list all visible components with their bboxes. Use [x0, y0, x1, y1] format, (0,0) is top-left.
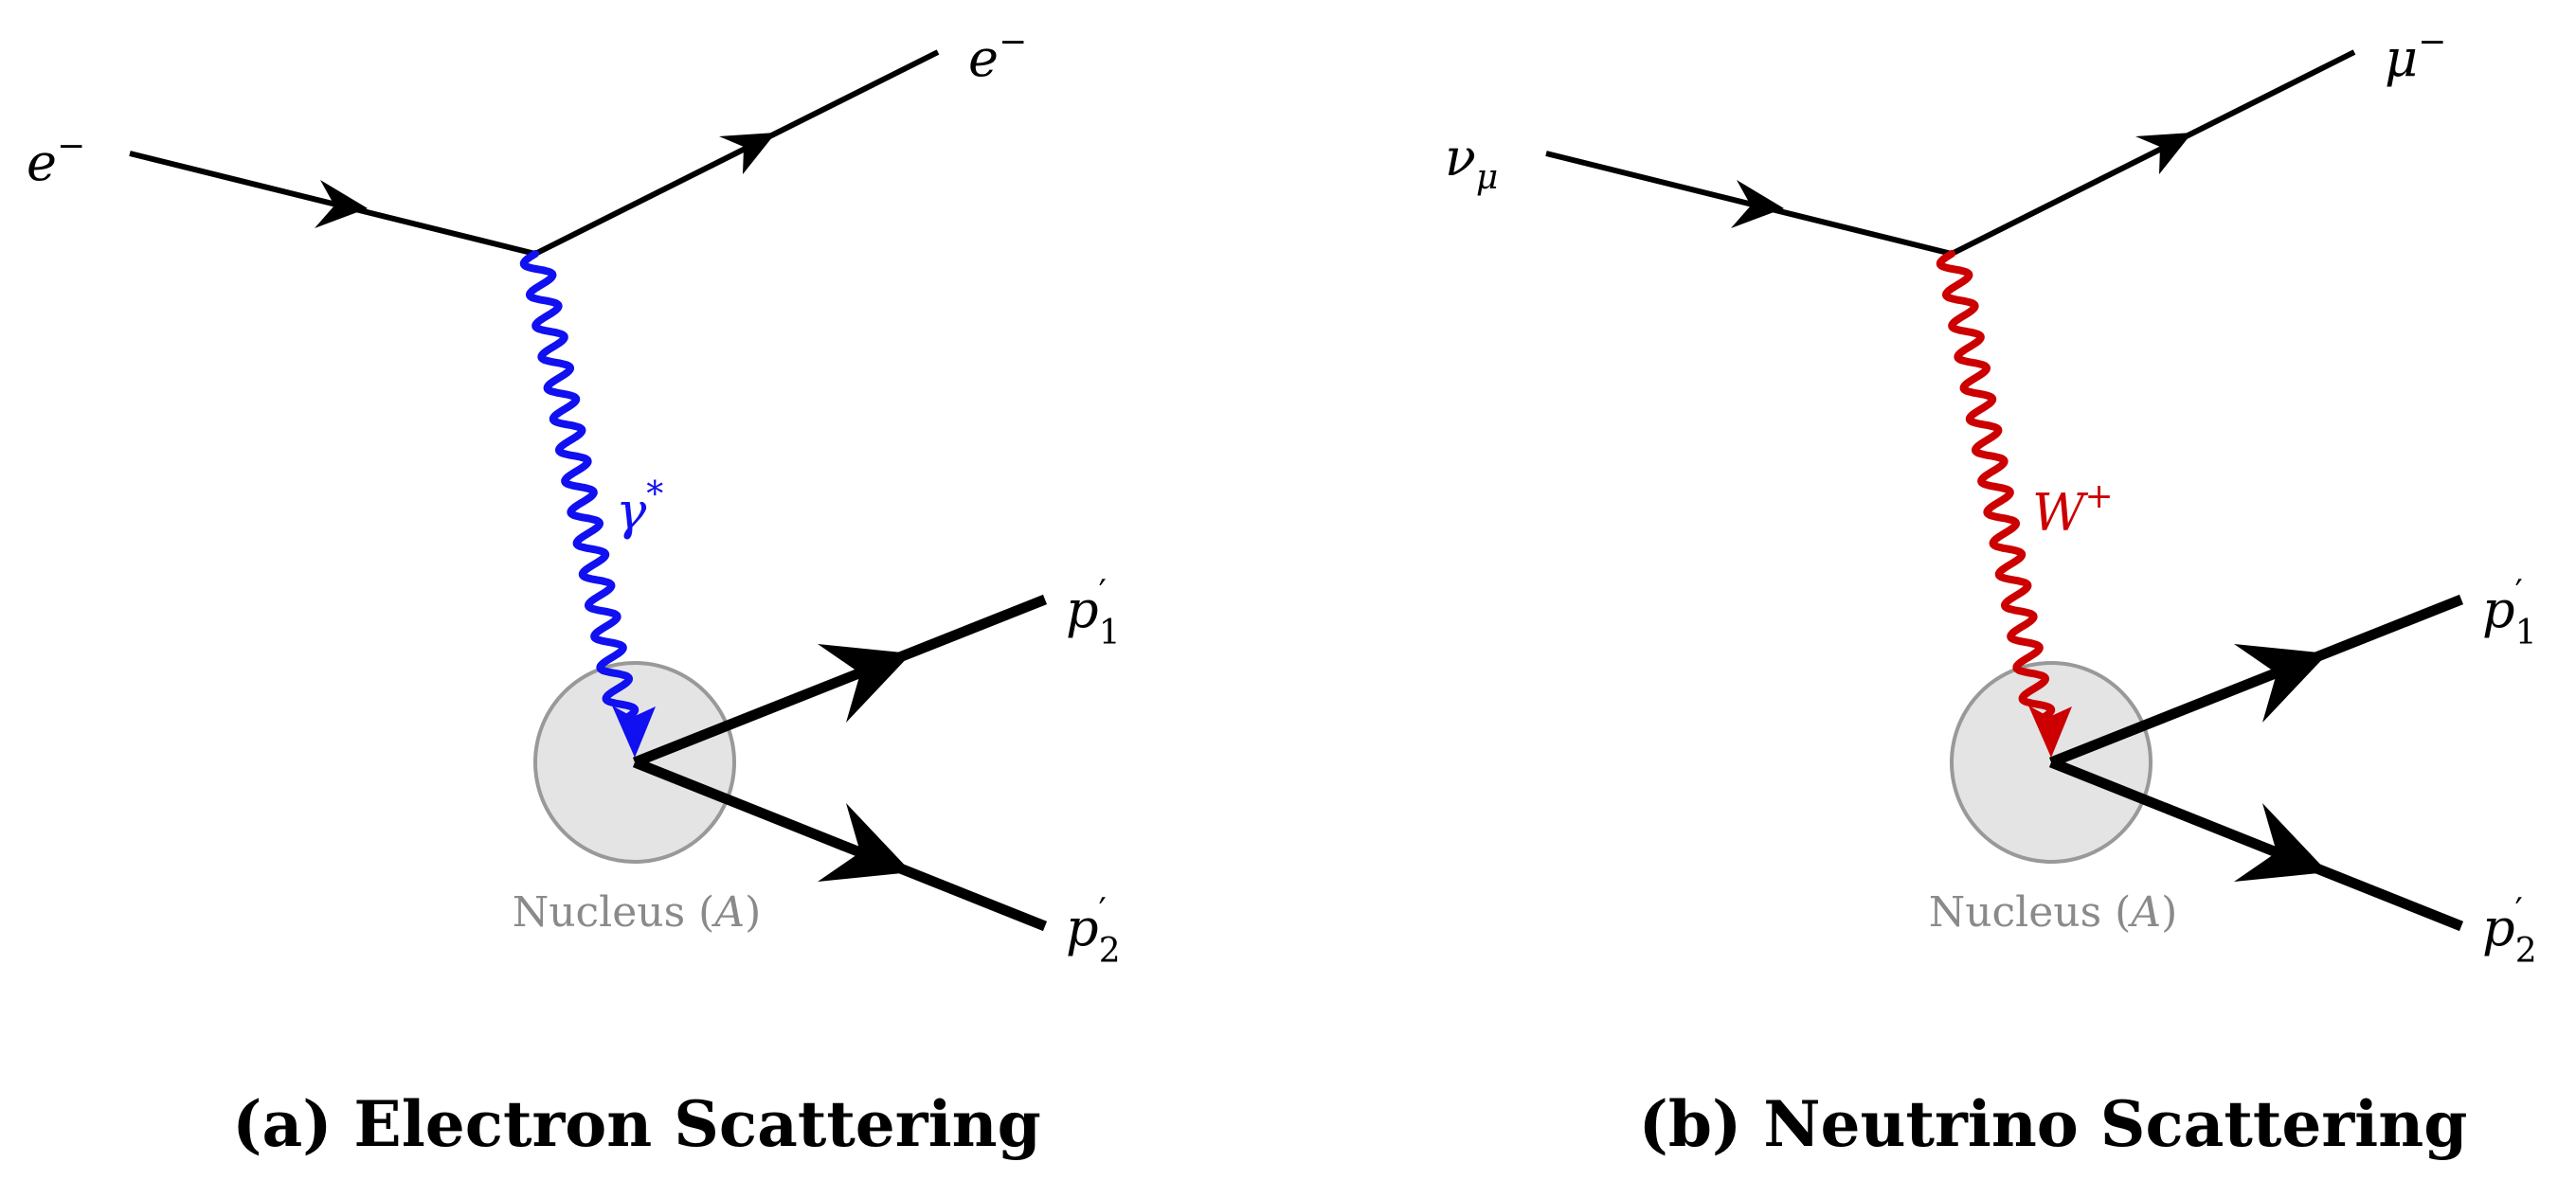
- incoming-electron-line: [129, 151, 536, 257]
- w-boson-line: [1936, 250, 2056, 724]
- outgoing-muon-arrow: [2135, 133, 2192, 174]
- outgoing-proton-1-line: [632, 594, 1048, 768]
- proton-2-label: p′2: [1066, 892, 1121, 971]
- photon-label: γ*: [616, 475, 663, 541]
- w-boson-label: W+: [2032, 477, 2114, 543]
- panel-neutrino-scattering: νμ μ− W+ p′1 p′2 Nucleus (A) (b) Neutrin…: [1445, 23, 2537, 1161]
- outgoing-proton-1-arrow: [2234, 644, 2328, 723]
- incoming-electron-arrow: [315, 180, 368, 228]
- proton-1-label: p′1: [1066, 574, 1121, 653]
- outgoing-proton-1-line: [2048, 594, 2464, 768]
- outgoing-proton-2-arrow: [2234, 803, 2328, 882]
- panel-electron-scattering: e− e− γ* p′1 p′2 Nucleus (A) (a) Electro…: [27, 23, 1121, 1161]
- virtual-photon-arrow: [612, 706, 656, 758]
- outgoing-electron-line: [533, 49, 940, 257]
- outgoing-electron-arrow: [719, 133, 776, 174]
- outgoing-proton-2-line: [632, 757, 1048, 932]
- outgoing-proton-2-arrow: [818, 803, 911, 882]
- outgoing-muon-label: μ−: [2385, 23, 2446, 88]
- proton-2-label: p′2: [2482, 892, 2537, 971]
- outgoing-proton-2-line: [2048, 757, 2464, 932]
- virtual-photon-line: [519, 250, 639, 724]
- incoming-neutrino-line: [1545, 151, 1953, 257]
- proton-1-label: p′1: [2482, 574, 2537, 653]
- incoming-neutrino-label: νμ: [1445, 128, 1498, 197]
- incoming-neutrino-arrow: [1731, 180, 1784, 228]
- caption: (b) Neutrino Scattering: [1639, 1087, 2468, 1161]
- outgoing-electron-label: e−: [968, 23, 1027, 88]
- w-boson-arrow: [2028, 706, 2072, 758]
- incoming-electron-label: e−: [27, 127, 85, 192]
- nucleus-label: Nucleus (A): [1929, 888, 2178, 937]
- outgoing-proton-1-arrow: [818, 644, 911, 723]
- outgoing-muon-line: [1950, 49, 2356, 257]
- nucleus-label: Nucleus (A): [513, 888, 762, 937]
- caption: (a) Electron Scattering: [232, 1087, 1041, 1161]
